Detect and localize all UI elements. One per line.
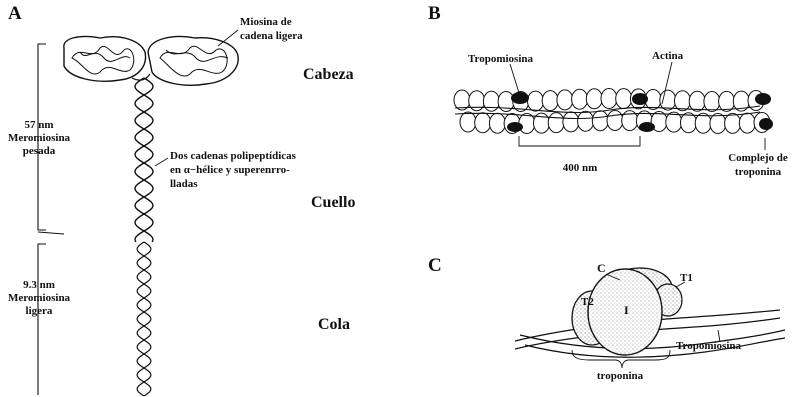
tail-strand-2	[137, 242, 151, 396]
heavy-meromyosin-label-2: pesada	[0, 145, 78, 157]
actin-monomer	[572, 89, 588, 109]
spacing-label: 400 nm	[540, 162, 620, 174]
tropomyosin-label-b: Tropomiosina	[468, 53, 533, 65]
actin-filament	[454, 89, 770, 134]
actin-monomer	[586, 89, 602, 109]
troponin-detail	[515, 268, 785, 357]
troponin-t2-label: T2	[581, 296, 594, 308]
light-meromyosin-label: Meromiosina	[0, 292, 78, 304]
actin-monomer	[489, 113, 505, 133]
heavy-meromyosin-length: 57 nm	[0, 119, 78, 131]
head-region-label: Cabeza	[303, 66, 354, 84]
panel-label-b: B	[428, 4, 441, 24]
troponin-blob	[511, 92, 529, 104]
troponin-blob	[632, 93, 648, 105]
tail-region-label: Cola	[318, 316, 350, 334]
troponin-i-label: I	[624, 304, 629, 316]
actin-monomer	[557, 90, 573, 110]
heavy-meromyosin-label: Meromiosina	[0, 132, 78, 144]
actin-monomer	[607, 111, 623, 131]
actin-monomer	[710, 114, 726, 134]
light-meromyosin-label-2: ligera	[0, 305, 78, 317]
actin-monomer	[475, 113, 491, 133]
actin-monomer	[528, 91, 544, 111]
troponin-complex-label-2: troponina	[718, 166, 797, 178]
actin-label: Actina	[652, 50, 683, 62]
troponin-c-label: C	[597, 262, 606, 274]
actin-monomer	[660, 90, 676, 110]
troponin-blob	[507, 122, 523, 132]
actin-monomer	[725, 113, 741, 133]
tropomyosin-label-c: Tropomiosina	[676, 340, 741, 352]
actin-monomer	[563, 112, 579, 132]
panel-label-a: A	[8, 4, 22, 24]
actin-monomer	[704, 92, 720, 112]
troponin-t1-label: T1	[680, 272, 693, 284]
bracket-light-meromyosin	[38, 244, 46, 395]
actin-monomer	[739, 113, 755, 133]
actin-monomer	[578, 111, 594, 131]
actin-monomer	[675, 91, 691, 111]
light-chain-label-2: cadena ligera	[240, 30, 303, 42]
troponin-blob	[759, 118, 773, 130]
actin-monomer	[542, 91, 558, 111]
actin-monomer	[460, 112, 476, 132]
light-meromyosin-length: 9.3 nm	[0, 279, 78, 291]
troponin-blob	[639, 122, 655, 132]
actin-monomer	[719, 91, 735, 111]
panel-label-c: C	[428, 256, 442, 276]
actin-monomer	[695, 113, 711, 133]
spacing-bracket	[519, 136, 640, 146]
troponin-label: troponina	[580, 370, 660, 382]
neck-region-label: Cuello	[311, 194, 355, 212]
length-brackets	[38, 44, 64, 395]
actin-monomer	[601, 89, 617, 109]
myosin-molecule	[64, 36, 238, 396]
myosin-head-right	[148, 37, 238, 86]
light-chain-label-1: Miosina de	[240, 16, 292, 28]
actin-monomer	[616, 89, 632, 109]
actin-monomer	[548, 113, 564, 133]
actin-monomer	[689, 91, 705, 111]
tail-strand-1	[137, 242, 151, 396]
alpha-helix-label-2: en α−hélice y superenrro-	[170, 164, 290, 176]
troponin-blob	[755, 93, 771, 105]
alpha-helix-label-1: Dos cadenas polipeptídicas	[170, 150, 296, 162]
actin-monomer	[592, 111, 608, 131]
troponin-complex-label-1: Complejo de	[718, 152, 797, 164]
alpha-helix-label-3: lladas	[170, 178, 198, 190]
